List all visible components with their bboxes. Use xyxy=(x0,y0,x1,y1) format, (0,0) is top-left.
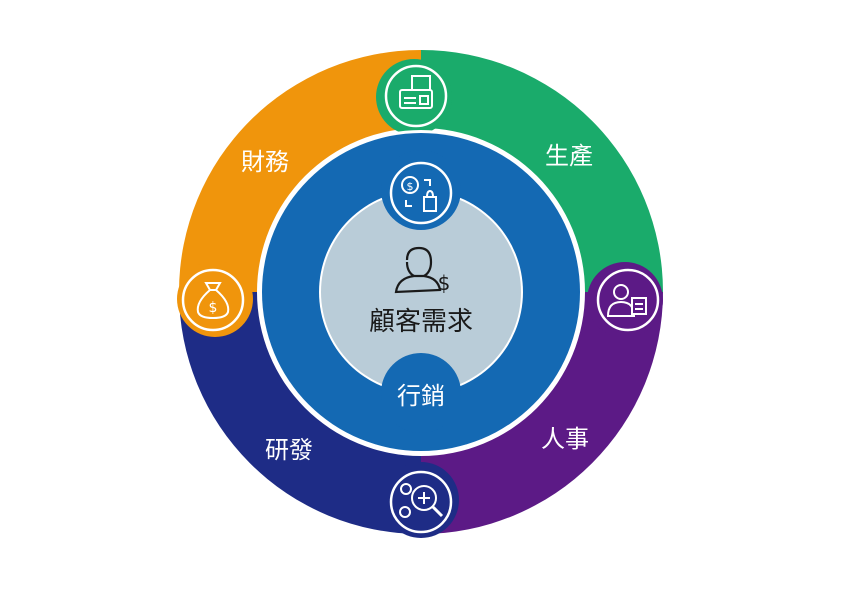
segment-label-hr: 人事 xyxy=(541,425,589,453)
money-bag-icon: $ xyxy=(181,268,245,332)
svg-text:$: $ xyxy=(438,271,451,295)
customer-money-icon: $ xyxy=(394,246,451,295)
segment-hr xyxy=(421,292,663,534)
factory-icon xyxy=(384,64,448,128)
exchange-shopping-icon: $ xyxy=(389,161,453,225)
inner-label-marketing: 行銷 xyxy=(397,382,445,410)
segment-label-finance: 財務 xyxy=(241,148,289,176)
center-disc xyxy=(321,192,521,392)
center-label: 顧客需求 xyxy=(369,307,473,337)
segment-rnd-blob xyxy=(383,462,459,538)
segment-label-production: 生產 xyxy=(545,142,593,170)
segment-finance xyxy=(179,50,421,292)
inner-bottom-blob xyxy=(381,353,461,433)
segment-rnd xyxy=(179,292,421,534)
segment-production xyxy=(421,50,663,292)
svg-text:$: $ xyxy=(209,300,218,316)
segment-finance-blob xyxy=(177,261,253,337)
gear-search-icon xyxy=(389,470,453,534)
segment-label-rnd: 研發 xyxy=(265,436,313,464)
employee-id-icon xyxy=(596,268,660,332)
svg-text:$: $ xyxy=(407,180,414,193)
